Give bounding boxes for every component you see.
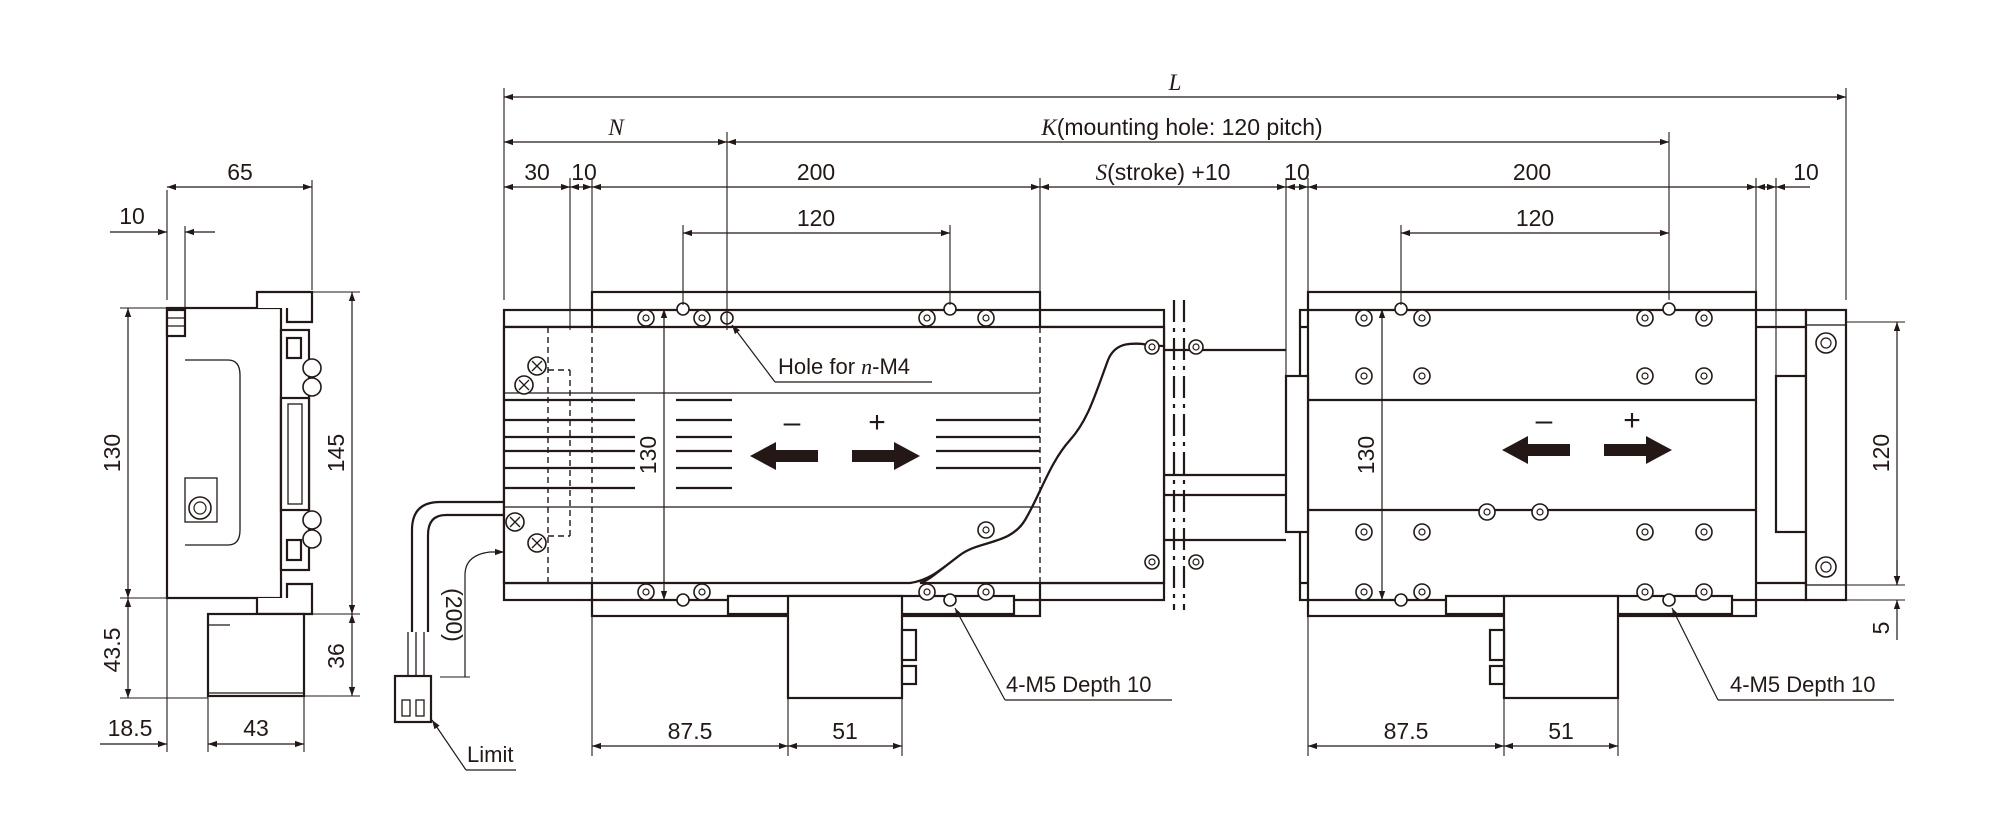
dim-120-right: 120: [1868, 434, 1894, 472]
dim-200-b: 200: [1513, 159, 1551, 185]
hole-callout-var: n: [861, 354, 872, 379]
callouts: Hole for n-M4 4-M5 Depth 10 4-M5 Depth 1…: [431, 324, 1894, 771]
dim-120-a: 120: [797, 205, 835, 231]
dim-K: K(mounting hole: 120 pitch): [1040, 114, 1322, 140]
plus-sign-left: +: [868, 406, 886, 439]
m5-callout-right: 4-M5 Depth 10: [1730, 672, 1876, 697]
dim-5: 5: [1868, 622, 1894, 635]
dim-200-a: 200: [797, 159, 835, 185]
dim-87-5-b: 87.5: [1384, 718, 1429, 744]
dim-30: 30: [524, 159, 550, 185]
dim-87-5-a: 87.5: [668, 718, 713, 744]
hole-callout: Hole for n-M4: [778, 354, 910, 379]
dim-10-a: 10: [571, 159, 597, 185]
dim-S-note: (stroke) +10: [1107, 159, 1230, 185]
top-dimensions: L N K(mounting hole: 120 pitch) 30 10 20…: [440, 70, 1905, 756]
dim-K-note: (mounting hole: 120 pitch): [1057, 114, 1323, 140]
m5-callout-left: 4-M5 Depth 10: [1006, 672, 1152, 697]
dim-51-b: 51: [1548, 718, 1574, 744]
mounting-holes: [637, 302, 1837, 607]
dim-18-5: 18.5: [108, 715, 153, 741]
limit-label: Limit: [467, 742, 513, 767]
side-view: [165, 290, 322, 698]
dim-145: 145: [323, 434, 349, 472]
dim-S-var: S: [1096, 160, 1108, 185]
dim-130-mid-b: 130: [1353, 436, 1379, 474]
dim-120-b: 120: [1516, 205, 1554, 231]
side-dimensions: 65 10 130 145 43.5 36 18.5 43: [99, 159, 360, 752]
dim-36: 36: [323, 643, 349, 669]
dim-N: N: [607, 115, 625, 140]
minus-sign-left: –: [784, 406, 801, 439]
dim-130-side: 130: [99, 434, 125, 472]
dim-51-a: 51: [832, 718, 858, 744]
dim-10-c: 10: [1793, 159, 1819, 185]
screw-heads: [505, 356, 547, 553]
top-view: – + – +: [393, 290, 1848, 724]
minus-sign-right: –: [1536, 404, 1553, 437]
dim-200-cable: (200): [441, 588, 467, 642]
plus-sign-right: +: [1623, 404, 1641, 437]
dim-10-b: 10: [1284, 159, 1310, 185]
dim-130-mid-a: 130: [635, 436, 661, 474]
hole-callout-suffix: -M4: [872, 354, 910, 379]
dim-65: 65: [227, 159, 253, 185]
dim-43: 43: [243, 715, 269, 741]
dim-L: L: [1168, 70, 1182, 95]
hole-callout-prefix: Hole for: [778, 354, 861, 379]
dim-10-side: 10: [119, 203, 145, 229]
dim-S: S(stroke) +10: [1096, 159, 1231, 185]
dim-43-5: 43.5: [99, 628, 125, 673]
dim-K-var: K: [1040, 115, 1058, 140]
